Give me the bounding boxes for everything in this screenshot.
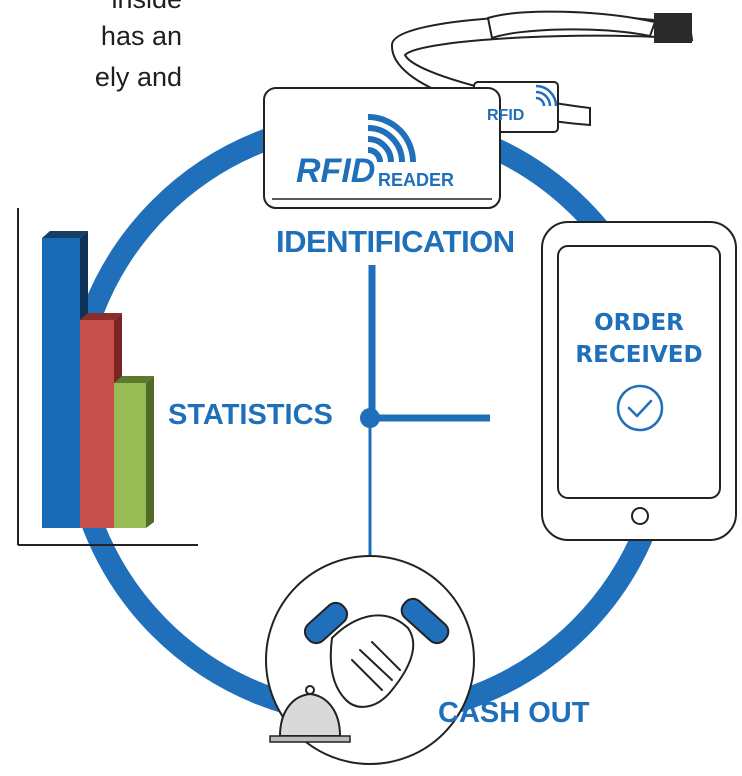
order-received-line-2: RECEIVED bbox=[575, 342, 703, 368]
reader-brand-label: RFID bbox=[296, 152, 376, 190]
bar-green-top bbox=[114, 376, 154, 383]
rfid-reader-icon bbox=[263, 87, 501, 209]
wristband-brand-label: RFID bbox=[487, 107, 525, 124]
bar-red-top bbox=[80, 313, 122, 320]
cash-out-icon bbox=[265, 555, 475, 765]
statistics-chart-icon bbox=[17, 208, 198, 546]
service-bell-icon bbox=[269, 685, 351, 743]
phone-screen bbox=[557, 245, 721, 499]
bar-blue-top bbox=[42, 231, 88, 238]
wristband-clasp bbox=[654, 13, 692, 43]
intro-text-line-2: has an bbox=[100, 21, 182, 51]
reader-body bbox=[263, 87, 501, 209]
statistics-label: STATISTICS bbox=[168, 399, 333, 431]
bar-blue bbox=[42, 238, 80, 528]
bar-red bbox=[80, 320, 114, 528]
handshake-icon bbox=[303, 597, 450, 708]
reader-suffix-label: READER bbox=[378, 170, 455, 190]
order-received-line-1: ORDER bbox=[594, 310, 684, 336]
phone-home-button bbox=[631, 507, 649, 525]
intro-text-line-3: ely and bbox=[94, 62, 182, 92]
rfid-signal-icon bbox=[367, 114, 416, 163]
bar-green-side bbox=[146, 376, 154, 528]
check-circle-icon bbox=[616, 384, 664, 432]
intro-text-line-1: inside bbox=[0, 0, 182, 18]
bar-green bbox=[114, 383, 146, 528]
clock-center bbox=[360, 408, 380, 428]
phone-icon bbox=[541, 221, 737, 541]
identification-label: IDENTIFICATION bbox=[276, 224, 515, 259]
cash-out-label: CASH OUT bbox=[438, 697, 590, 729]
